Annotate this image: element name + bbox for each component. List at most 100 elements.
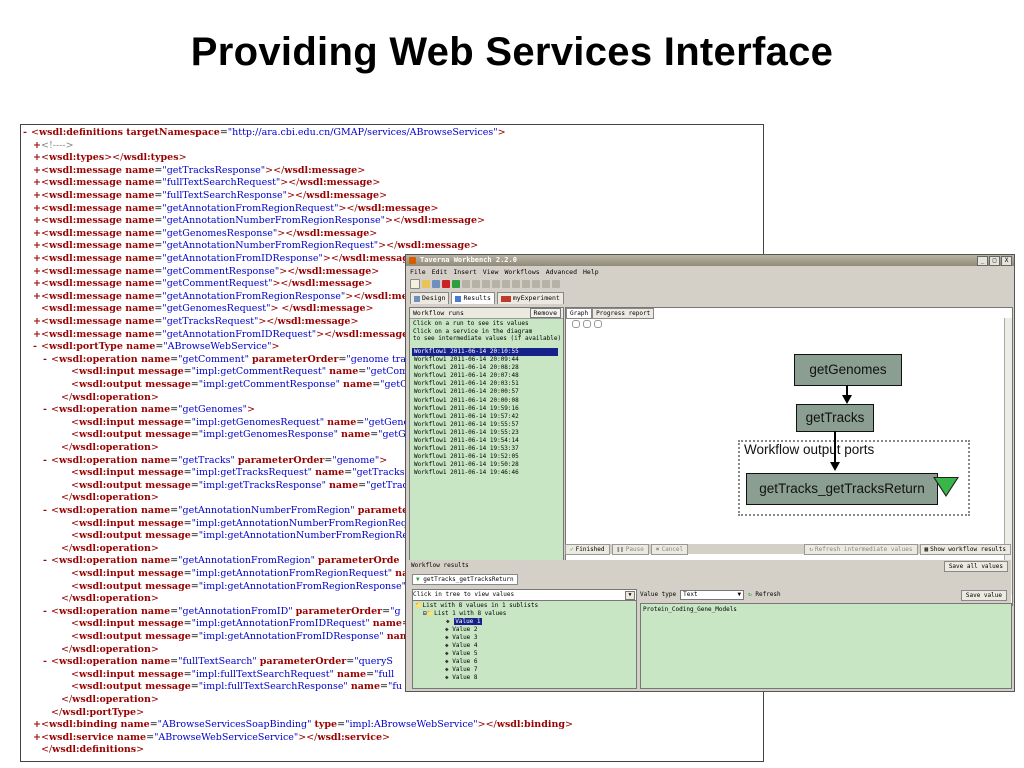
tab-myexperiment[interactable]: myExperiment <box>496 292 564 304</box>
zoom-in-icon[interactable] <box>583 320 591 328</box>
tree-value-item[interactable]: ◆ Value 6 <box>415 658 538 666</box>
expand-toggle[interactable]: + <box>33 227 41 239</box>
output-port-node[interactable]: getTracks_getTracksReturn <box>746 473 938 505</box>
menu-file[interactable]: File <box>410 268 426 276</box>
tree-value-item[interactable]: ◆ Value 8 <box>415 674 538 682</box>
save-icon[interactable] <box>432 280 440 288</box>
tab-progress-report[interactable]: Progress report <box>592 308 655 319</box>
tree-value-item[interactable]: ◆ Value 2 <box>415 626 538 634</box>
expand-toggle[interactable]: + <box>33 152 41 164</box>
service-node-getgenomes[interactable]: getGenomes <box>794 354 902 386</box>
workflow-run-item[interactable]: Workflow1 2011-06-14 19:59:16 <box>414 404 519 412</box>
delete-icon[interactable] <box>552 280 560 288</box>
workflow-run-item[interactable]: Workflow1 2011-06-14 20:07:48 <box>414 372 519 380</box>
maximize-button[interactable]: □ <box>989 256 1000 266</box>
window-titlebar[interactable]: Taverna Workbench 2.2.0 _ □ X <box>406 255 1014 266</box>
open-icon[interactable] <box>422 280 430 288</box>
menu-advanced[interactable]: Advanced <box>545 268 577 276</box>
workflow-run-item[interactable]: Workflow1 2011-06-14 19:50:28 <box>414 461 519 469</box>
workflow-run-item[interactable]: Workflow1 2011-06-14 19:53:37 <box>414 445 519 453</box>
save-all-values-button[interactable]: Save all values <box>943 561 1008 572</box>
expand-toggle[interactable]: + <box>33 253 41 264</box>
expand-toggle[interactable]: + <box>33 164 41 176</box>
expand-toggle[interactable]: + <box>33 240 41 252</box>
tab-output-port[interactable]: ▼ getTracks_getTracksReturn <box>412 574 518 585</box>
expand-toggle[interactable]: + <box>33 290 41 302</box>
workflow-run-item[interactable]: Workflow1 2011-06-14 20:00:57 <box>414 388 519 396</box>
menu-help[interactable]: Help <box>583 268 599 276</box>
redo-icon[interactable] <box>512 280 520 288</box>
expand-toggle[interactable]: + <box>33 731 41 743</box>
refresh-button[interactable]: ↻ Refresh <box>748 591 781 598</box>
cut-icon[interactable] <box>522 280 530 288</box>
workflow-run-item[interactable]: Workflow1 2011-06-14 20:10:55 <box>412 348 558 357</box>
menu-workflows[interactable]: Workflows <box>504 268 540 276</box>
expand-toggle[interactable]: + <box>33 278 41 290</box>
undo-icon[interactable] <box>502 280 510 288</box>
expand-toggle[interactable]: + <box>33 328 41 340</box>
workflow-run-item[interactable]: Workflow1 2011-06-14 19:52:05 <box>414 453 519 461</box>
show-workflow-results-button[interactable]: ▦Show workflow results <box>919 543 1011 555</box>
menu-edit[interactable]: Edit <box>431 268 448 276</box>
expand-toggle[interactable]: + <box>33 215 41 227</box>
save-value-button[interactable]: Save value <box>960 590 1007 601</box>
run-icon[interactable] <box>452 280 460 288</box>
workflow-run-item[interactable]: Workflow1 2011-06-14 20:08:28 <box>414 364 519 372</box>
expand-toggle[interactable]: + <box>33 719 41 731</box>
service-node-gettracks[interactable]: getTracks <box>796 404 874 432</box>
workflow-run-item[interactable]: Workflow1 2011-06-14 20:03:51 <box>414 380 519 388</box>
collapse-toggle[interactable]: - <box>43 656 47 668</box>
tab-design[interactable]: Design <box>410 292 450 304</box>
menu-view[interactable]: View <box>482 268 499 276</box>
tree-value-item[interactable]: ◆ Value 4 <box>415 642 538 650</box>
tree-sublist[interactable]: ⊟📁List 1 with 8 values <box>415 610 538 618</box>
grid-icon[interactable] <box>492 280 500 288</box>
expand-toggle[interactable]: + <box>33 265 41 277</box>
view-values-combo[interactable]: Click in tree to view values▼ <box>413 590 636 601</box>
collapse-toggle[interactable]: - <box>43 454 47 466</box>
close-button[interactable]: X <box>1001 256 1012 266</box>
workflow-run-item[interactable]: Workflow1 2011-06-14 19:57:42 <box>414 412 519 420</box>
tree-value-item[interactable]: ◆ Value 3 <box>415 634 538 642</box>
close-workflow-icon[interactable] <box>442 280 450 288</box>
collapse-toggle[interactable]: - <box>43 605 47 617</box>
remove-button[interactable]: Remove <box>529 308 561 318</box>
tree-value-item[interactable]: ◆ Value 5 <box>415 650 538 658</box>
minimize-button[interactable]: _ <box>977 256 988 266</box>
add-icon[interactable] <box>482 280 490 288</box>
cancel-button[interactable]: ✖Cancel <box>650 543 689 555</box>
tree-value-item[interactable]: ◆ Value 1 <box>415 618 538 626</box>
workflow-run-item[interactable]: Workflow1 2011-06-14 19:55:23 <box>414 428 519 436</box>
workflow-run-item[interactable]: Workflow1 2011-06-14 20:09:44 <box>414 356 519 364</box>
down-icon[interactable] <box>472 280 480 288</box>
tree-value-item[interactable]: ◆ Value 7 <box>415 666 538 674</box>
expand-toggle[interactable]: + <box>33 139 41 151</box>
workflow-run-item[interactable]: Workflow1 2011-06-14 20:00:08 <box>414 396 519 404</box>
graph-scrollbar[interactable] <box>1004 318 1012 595</box>
workflow-run-item[interactable]: Workflow1 2011-06-14 19:55:57 <box>414 420 519 428</box>
collapse-toggle[interactable]: - <box>43 505 47 516</box>
tab-graph[interactable]: Graph <box>566 308 593 319</box>
paste-icon[interactable] <box>542 280 550 288</box>
dropdown-arrow-icon[interactable]: ▼ <box>625 591 635 600</box>
tree-root[interactable]: 📁List with 8 values in 1 sublists <box>415 602 538 610</box>
collapse-toggle[interactable]: - <box>23 127 27 138</box>
new-icon[interactable] <box>410 279 420 289</box>
expand-toggle[interactable]: + <box>33 177 41 189</box>
collapse-toggle[interactable]: - <box>33 341 37 353</box>
collapse-toggle[interactable]: - <box>43 353 47 365</box>
collapse-toggle[interactable]: - <box>43 555 47 567</box>
workflow-run-item[interactable]: Workflow1 2011-06-14 19:54:14 <box>414 437 519 445</box>
up-icon[interactable] <box>462 280 470 288</box>
pause-button[interactable]: ❚❚Pause <box>611 543 649 555</box>
zoom-fit-icon[interactable] <box>572 320 580 328</box>
workflow-run-item[interactable]: Workflow1 2011-06-14 19:46:46 <box>414 469 519 477</box>
value-type-select[interactable]: Text▼ <box>680 589 745 600</box>
tab-results[interactable]: Results <box>451 292 495 304</box>
expand-toggle[interactable]: + <box>33 316 41 327</box>
copy-icon[interactable] <box>532 280 540 288</box>
collapse-toggle[interactable]: - <box>43 404 47 416</box>
zoom-out-icon[interactable] <box>594 320 602 328</box>
expand-toggle[interactable]: + <box>33 202 41 214</box>
refresh-intermediate-button[interactable]: ↻Refresh intermediate values <box>804 543 918 555</box>
